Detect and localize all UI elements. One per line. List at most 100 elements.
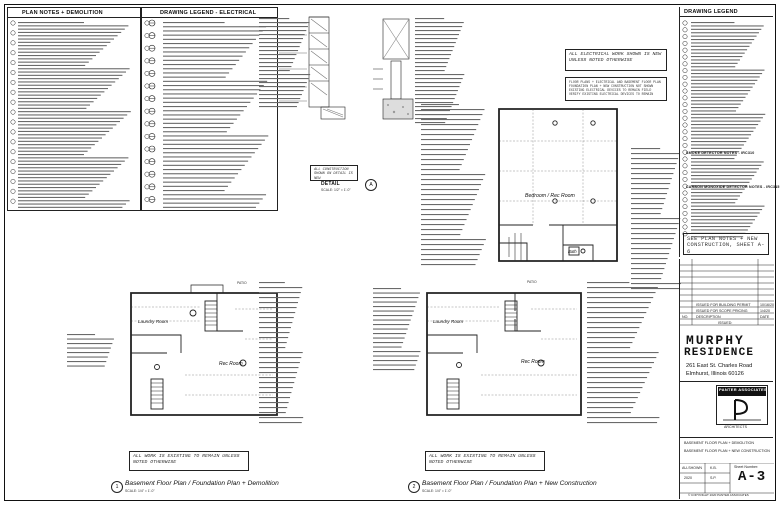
note-line	[631, 258, 668, 260]
note-line	[415, 18, 445, 20]
note-line	[691, 66, 736, 68]
note-line	[163, 101, 251, 103]
note-line	[631, 253, 670, 255]
note-bullet	[10, 30, 16, 36]
sheet-number: A-3	[738, 469, 767, 485]
note-line	[259, 292, 301, 294]
note-bullet	[682, 88, 688, 94]
note-line	[691, 113, 766, 115]
firm-name: PANTER ASSOCIATES	[719, 387, 767, 392]
note-line	[691, 52, 745, 54]
note-line	[415, 106, 452, 108]
note-bullet	[10, 169, 16, 174]
note-line	[373, 337, 405, 339]
note-line	[631, 233, 676, 235]
note-bullet	[682, 54, 688, 60]
note-line	[421, 164, 462, 166]
note-line	[587, 282, 630, 284]
note-line	[163, 164, 245, 166]
existing-note-left: ALL WORK IS EXISTING TO REMAIN UNLESS NO…	[129, 451, 249, 471]
note-line	[373, 351, 421, 353]
note-line	[373, 306, 416, 308]
note-line	[691, 76, 760, 78]
right-plan-callouts-upper-east	[631, 148, 681, 290]
note-bullet	[682, 115, 688, 121]
note-line	[691, 96, 746, 98]
note-bullet	[144, 70, 150, 76]
note-line	[163, 34, 260, 36]
note-line	[587, 312, 647, 314]
note-line	[373, 364, 416, 366]
note-line	[421, 224, 465, 226]
note-line	[631, 198, 666, 200]
note-line	[691, 25, 764, 27]
note-line	[631, 203, 664, 205]
note-line	[67, 347, 111, 349]
copyright: © COPYRIGHT 2020 PANTER ASSOCIATES	[688, 493, 749, 497]
note-bullet	[10, 178, 16, 184]
note-line	[163, 198, 263, 200]
note-line	[587, 352, 659, 354]
note-bullet	[10, 20, 16, 26]
note-line	[587, 357, 657, 359]
right-plan-callouts	[587, 282, 660, 424]
floor-plan-new-upper	[498, 108, 618, 262]
note-bullet	[144, 121, 150, 127]
title-block-rule-2	[680, 437, 773, 438]
note-line	[259, 382, 295, 384]
note-line	[415, 30, 461, 32]
note-line	[373, 301, 417, 303]
note-bullet	[682, 224, 688, 230]
see-plan-notes-box: SEE PLAN NOTES + NEW CONSTRUCTION, SHEET…	[683, 233, 769, 255]
note-line	[421, 109, 485, 111]
note-line	[163, 173, 239, 175]
note-line	[18, 177, 107, 179]
note-line	[631, 153, 680, 155]
note-line	[691, 175, 755, 177]
electrical-legend-panel: DRAWING LEGEND - ELECTRICAL	[141, 7, 278, 211]
note-line	[691, 222, 753, 224]
plan-notes-header: PLAN NOTES + DEMOLITION	[22, 10, 103, 16]
note-line	[587, 367, 652, 369]
note-line	[259, 422, 302, 424]
note-line	[691, 124, 759, 126]
note-line	[631, 183, 671, 185]
note-line	[259, 58, 295, 60]
note-line	[691, 161, 764, 163]
note-bullet	[682, 190, 688, 196]
note-line	[18, 200, 130, 202]
note-bullet	[10, 99, 16, 105]
note-line	[691, 42, 752, 44]
note-line	[587, 382, 645, 384]
note-bullet	[682, 176, 688, 182]
note-line	[259, 42, 302, 44]
floor-plan-new-lower	[426, 292, 582, 416]
firm-logo-mark	[718, 387, 766, 421]
note-line	[18, 150, 88, 152]
note-line	[18, 64, 86, 66]
note-line	[18, 45, 107, 47]
note-line	[163, 80, 268, 82]
note-line	[691, 90, 751, 92]
note-line	[421, 199, 475, 201]
note-line	[587, 377, 648, 379]
note-line	[421, 209, 471, 211]
note-line	[691, 229, 748, 231]
note-bullet	[682, 47, 688, 53]
note-line	[259, 312, 296, 314]
note-line	[631, 283, 681, 285]
note-line	[373, 328, 408, 330]
note-line	[631, 208, 663, 210]
note-line	[691, 39, 755, 41]
note-line	[691, 141, 747, 143]
firm-logo: PANTER ASSOCIATES	[716, 385, 768, 425]
note-bullet	[682, 74, 688, 80]
note-line	[163, 143, 262, 145]
rec-room-label-left: Rec Room	[219, 361, 243, 367]
note-line	[163, 148, 259, 150]
note-line	[259, 282, 285, 284]
note-line	[691, 73, 763, 75]
detail-label: DETAIL	[321, 181, 340, 187]
note-line	[18, 127, 113, 129]
note-line	[415, 102, 454, 104]
